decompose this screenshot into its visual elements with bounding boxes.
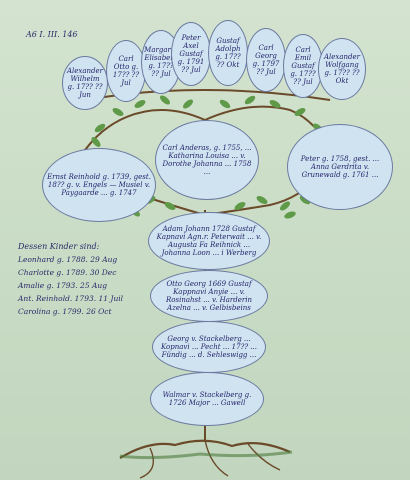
trunk-generation-oval: Adam Johann 1728 Gustaf Kapnavi Agn.r. P… (148, 212, 270, 270)
child-entry: Amalie g. 1793. 25 Aug (18, 281, 108, 290)
crown-child-text: Peter Axel Gustaf g. 1791 ?? Jul (177, 34, 205, 74)
branch-center-oval: Carl Anderas, g. 1755, ... Katharina Lou… (155, 120, 259, 200)
crown-child-text: Alexander Wolfgang g. 17?? ?? Okt (323, 53, 361, 85)
child-entry: Charlotte g. 1789. 30 Dec (18, 268, 117, 277)
branch-right-text: Peter g. 1758, gest. ... Anna Gerdrita v… (300, 155, 380, 179)
trunk-generation-oval: Walmar v. Stackelberg g. 1726 Major ... … (150, 372, 264, 426)
archive-reference: A6 I. III. 146 (26, 30, 78, 39)
crown-child-oval: Carl Otto g. 17?? ?? Jul (106, 40, 146, 102)
crown-child-text: Carl Otto g. 17?? ?? Jul (112, 55, 140, 87)
children-list-heading: Dessen Kinder sind: (18, 242, 100, 251)
crown-child-oval: Carl Georg g. 1797 ?? Jul (246, 28, 286, 92)
crown-child-text: Margaret Elisabeth g. 17?? ?? Jul (144, 46, 178, 78)
crown-child-oval: Gustaf Adolph g. 17?? ?? Okt (208, 20, 248, 86)
trunk-generation-text: Georg v. Stackelberg ... Kopnavi ... Pec… (161, 335, 257, 359)
trunk-generation-text: Otto Georg 1669 Gustaf Kappnavi Anyie ..… (166, 280, 252, 312)
child-entry: Ant. Reinhold. 1793. 11 Juil (18, 294, 124, 303)
crown-child-text: Carl Georg g. 1797 ?? Jul (252, 44, 280, 76)
crown-child-oval: Alexander Wilhelm g. 17?? ?? Jun (62, 56, 108, 110)
crown-child-text: Gustaf Adolph g. 17?? ?? Okt (215, 37, 241, 69)
branch-left-oval: Ernst Reinhold g. 1739, gest. 18?? g. v.… (42, 148, 156, 222)
crown-child-text: Carl Emil Gustaf g. 17?? ?? Jul (290, 46, 316, 86)
children-list: Dessen Kinder sind: Leonhard g. 1788. 29… (18, 240, 128, 318)
trunk-generation-text: Adam Johann 1728 Gustaf Kapnavi Agn.r. P… (156, 225, 262, 257)
branch-center-text: Carl Anderas, g. 1755, ... Katharina Lou… (162, 144, 252, 176)
crown-child-oval: Alexander Wolfgang g. 17?? ?? Okt (318, 38, 366, 100)
crown-child-oval: Carl Emil Gustaf g. 17?? ?? Jul (283, 34, 323, 98)
trunk-generation-oval: Georg v. Stackelberg ... Kopnavi ... Pec… (152, 321, 266, 373)
child-entry: Carolina g. 1799. 26 Oct (18, 307, 112, 316)
trunk-generation-oval: Otto Georg 1669 Gustaf Kappnavi Anyie ..… (150, 270, 268, 322)
branch-left-text: Ernst Reinhold g. 1739, gest. 18?? g. v.… (47, 173, 151, 197)
crown-child-text: Alexander Wilhelm g. 17?? ?? Jun (66, 67, 104, 99)
branch-right-oval: Peter g. 1758, gest. ... Anna Gerdrita v… (287, 124, 393, 210)
trunk-generation-text: Walmar v. Stackelberg g. 1726 Major ... … (162, 391, 252, 407)
child-entry: Leonhard g. 1788. 29 Aug (18, 255, 118, 264)
crown-child-oval: Peter Axel Gustaf g. 1791 ?? Jul (171, 22, 211, 86)
